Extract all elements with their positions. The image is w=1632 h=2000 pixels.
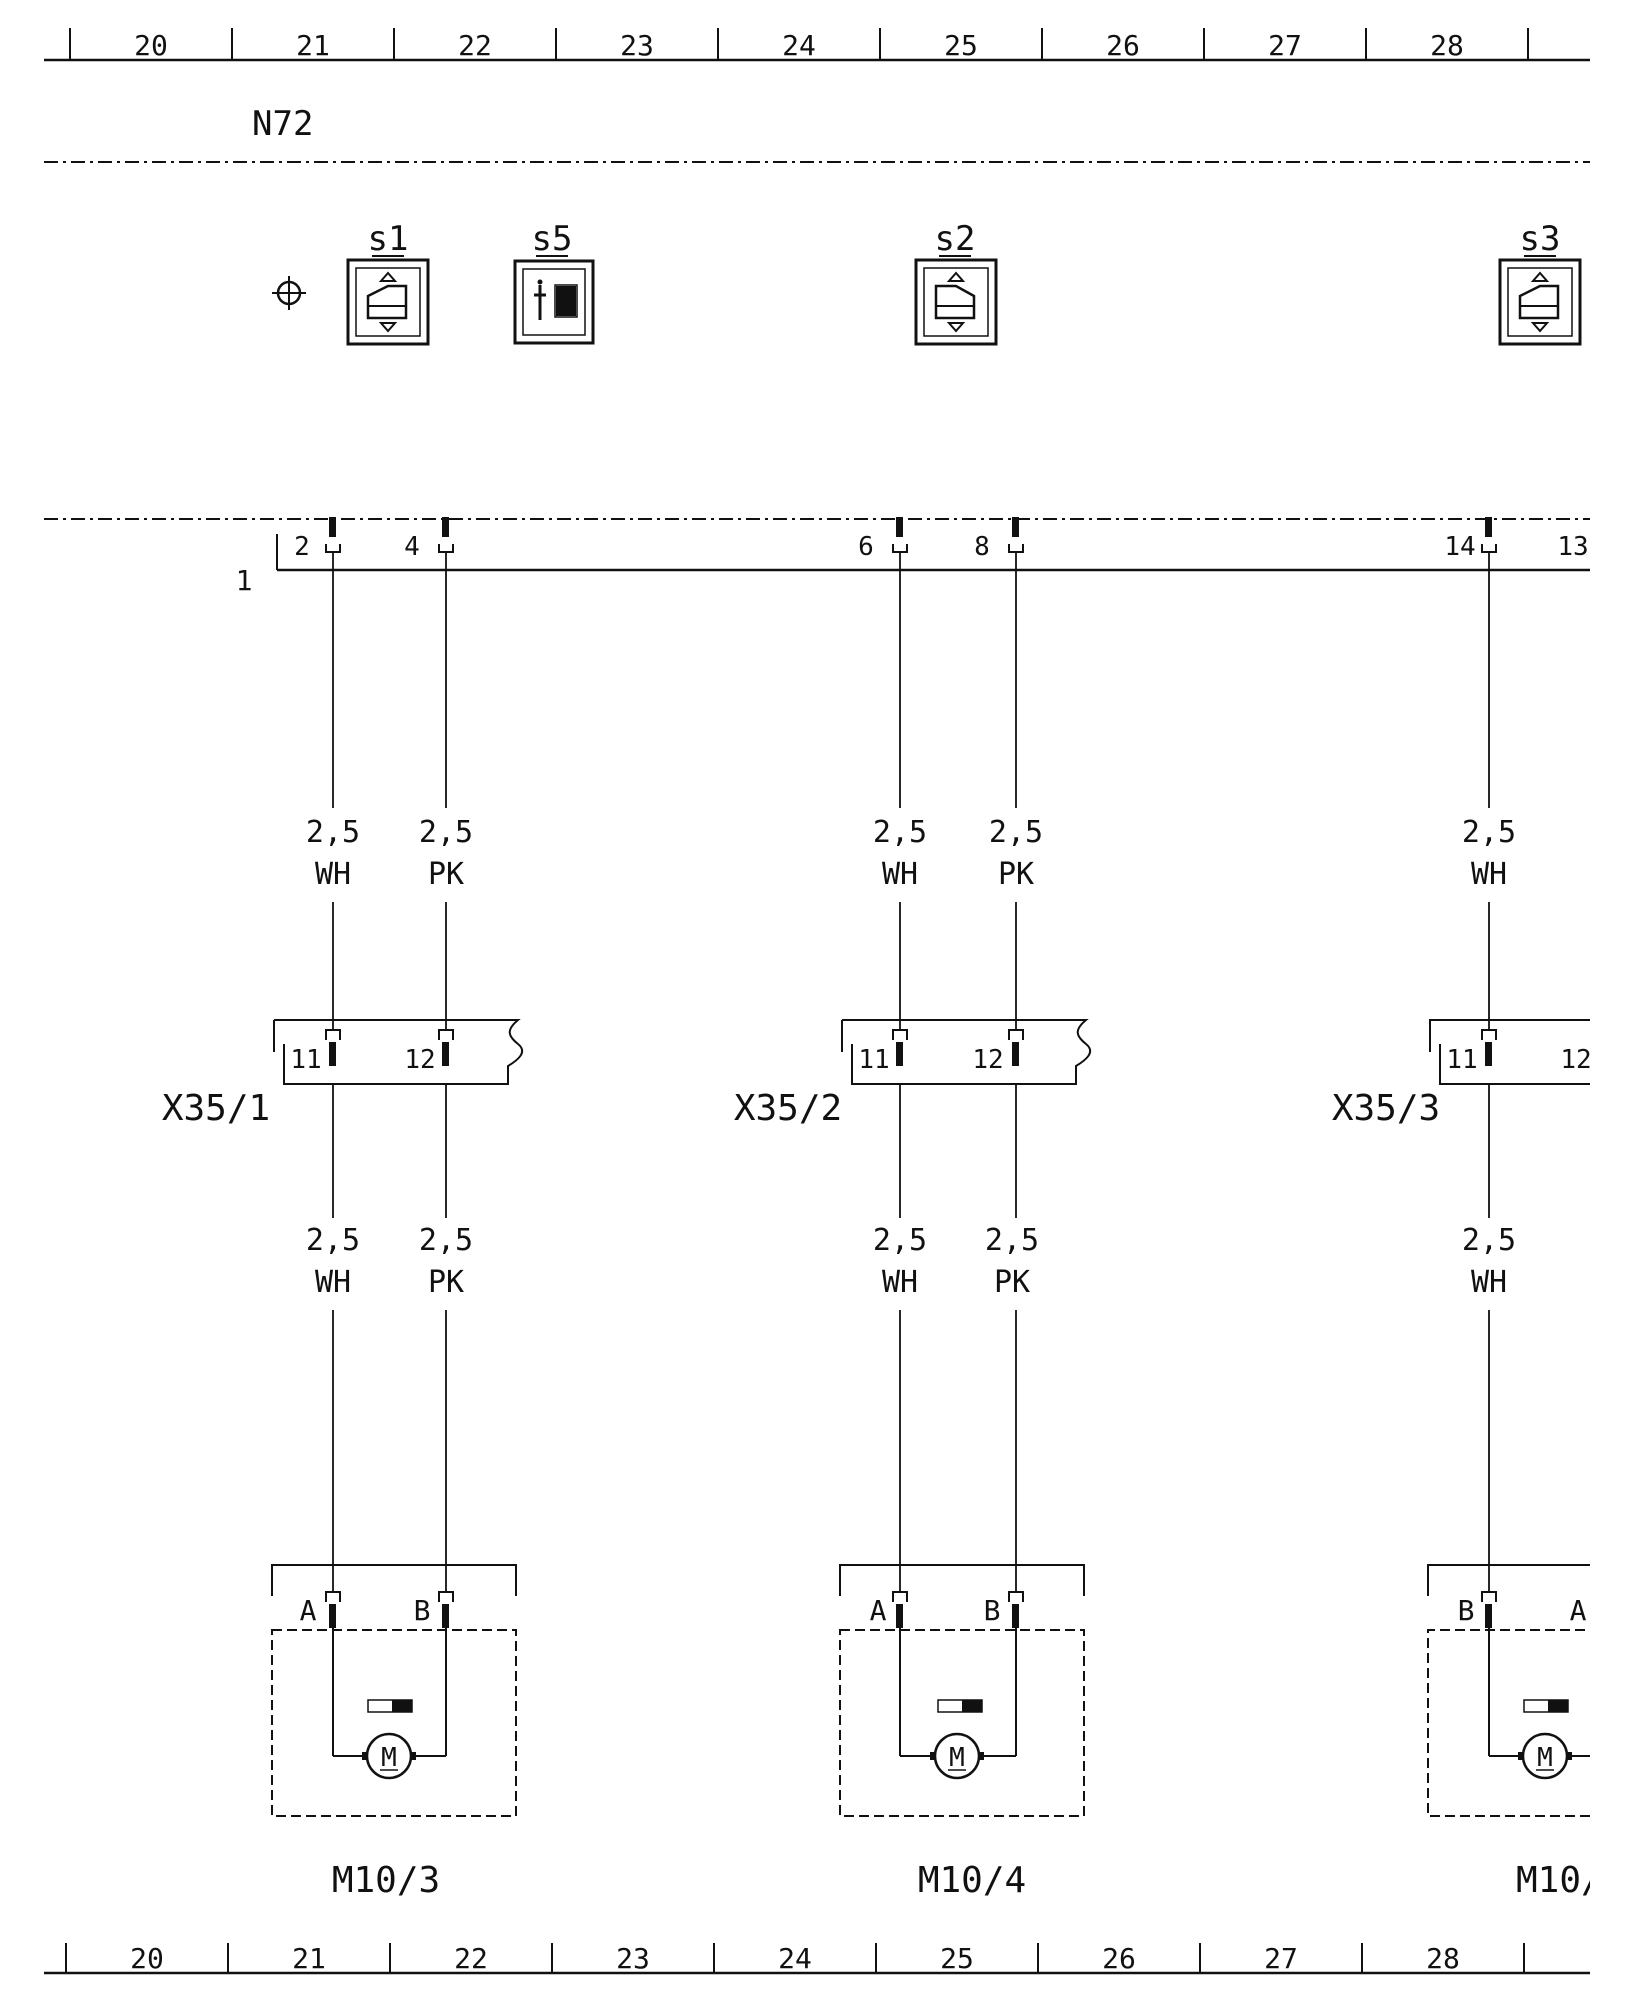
wire-size: 2,5	[419, 815, 473, 850]
motor-pin-a: A	[300, 1594, 317, 1627]
module-pin-14: 14	[1444, 532, 1475, 562]
grid-col-27-bottom: 27	[1264, 1942, 1298, 1975]
motor-pin-a: A	[1570, 1594, 1587, 1627]
connector-x35-2: 11 12 X35/2	[734, 1019, 1092, 1129]
grid-col-24: 24	[782, 29, 816, 62]
motor-pin-a: A	[870, 1594, 887, 1627]
switch-s5: s5	[513, 219, 595, 345]
connector-pin-11: 11	[858, 1045, 889, 1075]
switch-s2: s2	[914, 219, 998, 346]
switch-s3-label: s3	[1520, 219, 1561, 259]
top-grid-ruler: 20 21 22 23 24 25 26 27 28	[44, 28, 1590, 62]
motor-symbol-icon: M	[381, 1743, 397, 1773]
wire-color: PK	[428, 1265, 464, 1300]
grid-col-22: 22	[458, 29, 492, 62]
motor-label: M10/3	[332, 1860, 440, 1901]
wire-color: WH	[1471, 1265, 1507, 1300]
grid-col-21-bottom: 21	[292, 1942, 326, 1975]
grid-col-25-bottom: 25	[940, 1942, 974, 1975]
connector-pin-12: 12	[972, 1045, 1003, 1075]
switch-s3: s3	[1498, 219, 1582, 346]
grid-col-25: 25	[944, 29, 978, 62]
connector-pin-11: 11	[1446, 1045, 1477, 1075]
switch-s1: s1	[346, 219, 430, 346]
wire-size: 2,5	[306, 815, 360, 850]
wire-size: 2,5	[873, 815, 927, 850]
circuit-3: 2,5 WH 11 12 X35/3 2,5 WH B A	[1332, 552, 1624, 1901]
module-label: N72	[252, 104, 313, 144]
motor-m10-4: A B M M10/4	[839, 1564, 1085, 1901]
connector-label: X35/1	[162, 1088, 270, 1129]
window-lift-switch-icon	[934, 271, 976, 333]
child-lock-switch-icon	[534, 279, 578, 320]
window-lift-switch-icon	[1518, 271, 1560, 333]
wire-size: 2,5	[989, 815, 1043, 850]
shield-pin-label: 1	[236, 564, 253, 597]
wire-color: WH	[882, 857, 918, 892]
wire-color: PK	[998, 857, 1034, 892]
grid-col-24-bottom: 24	[778, 1942, 812, 1975]
switch-s5-label: s5	[532, 219, 573, 259]
window-lift-switch-icon	[366, 271, 408, 333]
grid-col-23: 23	[620, 29, 654, 62]
grid-col-20-bottom: 20	[130, 1942, 164, 1975]
connector-pin-12: 12	[404, 1045, 435, 1075]
module-pin-13: 13	[1557, 532, 1588, 562]
wire-color: WH	[315, 1265, 351, 1300]
circuit-2: 2,5 WH 2,5 PK 11 12 X35/2 2,5 WH	[734, 552, 1092, 1901]
motor-label: M10/4	[918, 1860, 1026, 1901]
wire-size: 2,5	[1462, 815, 1516, 850]
module-connector-bar: 1 2 4 6 8 14 13	[236, 517, 1590, 597]
motor-pin-b: B	[414, 1594, 431, 1627]
wire-size: 2,5	[873, 1223, 927, 1258]
grid-col-27: 27	[1268, 29, 1302, 62]
connector-symbol-icon	[272, 276, 306, 310]
switch-s2-label: s2	[935, 219, 976, 259]
grid-col-28: 28	[1430, 29, 1464, 62]
motor-m10-3: A B M M10/3	[271, 1564, 517, 1901]
motor-pin-b: B	[984, 1594, 1001, 1627]
bottom-grid-ruler: 20 21 22 23 24 25 26 27 28	[44, 1942, 1590, 1975]
connector-label: X35/3	[1332, 1088, 1440, 1129]
connector-pin-11: 11	[290, 1045, 321, 1075]
grid-col-22-bottom: 22	[454, 1942, 488, 1975]
connector-x35-1: 11 12 X35/1	[162, 1019, 524, 1129]
wire-color: WH	[1471, 857, 1507, 892]
grid-col-28-bottom: 28	[1426, 1942, 1460, 1975]
motor-symbol-icon: M	[1537, 1743, 1553, 1773]
connector-x35-3: 11 12 X35/3	[1332, 1019, 1591, 1129]
wire-color: WH	[882, 1265, 918, 1300]
wire-color: PK	[428, 857, 464, 892]
wire-size: 2,5	[419, 1223, 473, 1258]
module-pin-6: 6	[858, 532, 874, 562]
wire-size: 2,5	[1462, 1223, 1516, 1258]
motor-label: M10/5	[1516, 1860, 1624, 1901]
circuit-1: 2,5 WH 2,5 PK 11 12 X35/1 2,5	[162, 552, 524, 1901]
module-pin-8: 8	[974, 532, 990, 562]
grid-col-20: 20	[134, 29, 168, 62]
connector-label: X35/2	[734, 1088, 842, 1129]
grid-col-21: 21	[296, 29, 330, 62]
motor-m10-5: B A M M10/5	[1427, 1564, 1624, 1901]
wire-color: PK	[994, 1265, 1030, 1300]
grid-col-26-bottom: 26	[1102, 1942, 1136, 1975]
wire-color: WH	[315, 857, 351, 892]
grid-col-26: 26	[1106, 29, 1140, 62]
module-pin-2: 2	[294, 532, 310, 562]
motor-symbol-icon: M	[949, 1743, 965, 1773]
connector-pin-12: 12	[1560, 1045, 1591, 1075]
grid-col-23-bottom: 23	[616, 1942, 650, 1975]
module-pin-4: 4	[404, 532, 420, 562]
switch-s1-label: s1	[368, 219, 409, 259]
motor-pin-b: B	[1458, 1594, 1475, 1627]
wire-size: 2,5	[306, 1223, 360, 1258]
wire-size: 2,5	[985, 1223, 1039, 1258]
